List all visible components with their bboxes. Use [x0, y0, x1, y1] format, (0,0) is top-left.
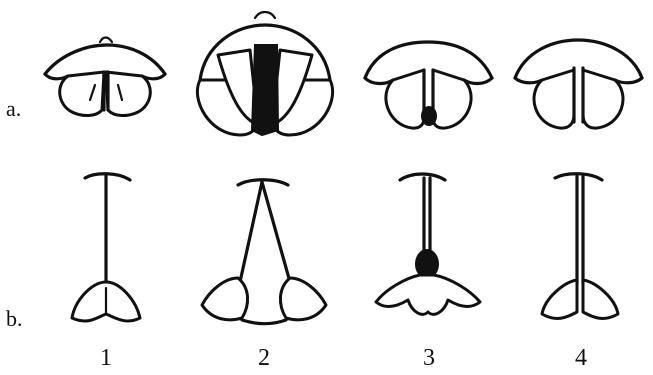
larynx-view-closed	[45, 38, 165, 116]
row-label-b: b.	[6, 308, 23, 330]
larynx-view-narrow-slit	[515, 40, 642, 128]
row-label-a: a.	[6, 98, 21, 120]
schematic-narrow-slit	[542, 174, 618, 319]
schematic-open	[202, 180, 326, 324]
column-label-4: 4	[566, 346, 596, 370]
schematic-closed	[72, 174, 140, 321]
column-label-2: 2	[249, 346, 279, 370]
larynx-view-open	[197, 12, 332, 135]
column-label-1: 1	[91, 346, 121, 370]
column-label-3: 3	[414, 346, 444, 370]
schematic-posterior-gap	[376, 174, 480, 314]
larynx-view-posterior-gap	[365, 42, 492, 128]
